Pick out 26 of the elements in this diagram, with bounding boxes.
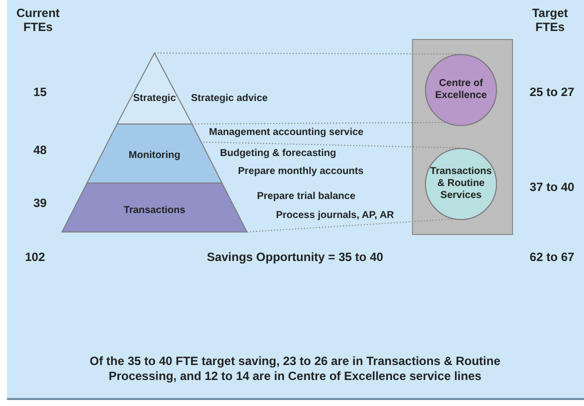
tier-label: Strategic <box>132 93 177 104</box>
figure-text: 37 to 40 <box>528 181 576 195</box>
figure-text: 62 to 67 <box>528 251 576 265</box>
figure-text: Current FTEs <box>15 7 61 35</box>
figure-text: 25 to 27 <box>528 86 576 100</box>
connector-line <box>202 142 462 148</box>
tier-label: Monitoring <box>128 150 182 161</box>
activity-text: Prepare monthly accounts <box>238 166 364 178</box>
activity-text: Budgeting & forecasting <box>220 148 336 160</box>
figure-text: 102 <box>24 251 46 265</box>
caption-text: Of the 35 to 40 FTE target saving, 23 to 26 are in Transactions & Routine Processing, and 12 to 14 are in Centre of Excellence service lines <box>88 354 502 384</box>
connector-line <box>154 52 462 54</box>
connector-line <box>192 122 448 124</box>
figure-text: 39 <box>32 197 48 211</box>
figure-text: 48 <box>32 144 48 158</box>
circle-label: Transactions & Routine Services <box>429 166 493 202</box>
activity-text: Prepare trial balance <box>257 191 356 202</box>
figure-text: Target FTEs <box>531 7 569 35</box>
figure-text: Savings Opportunity = 35 to 40 <box>206 251 384 265</box>
tier-label: Transactions <box>122 205 186 216</box>
activity-text: Management accounting service <box>209 127 364 138</box>
activity-text: Strategic advice <box>191 93 268 104</box>
circle-label: Centre of Excellence <box>434 78 488 102</box>
activity-text: Process journals, AP, AR <box>276 210 394 222</box>
figure-text: 15 <box>32 86 48 100</box>
panel-box <box>412 39 513 235</box>
